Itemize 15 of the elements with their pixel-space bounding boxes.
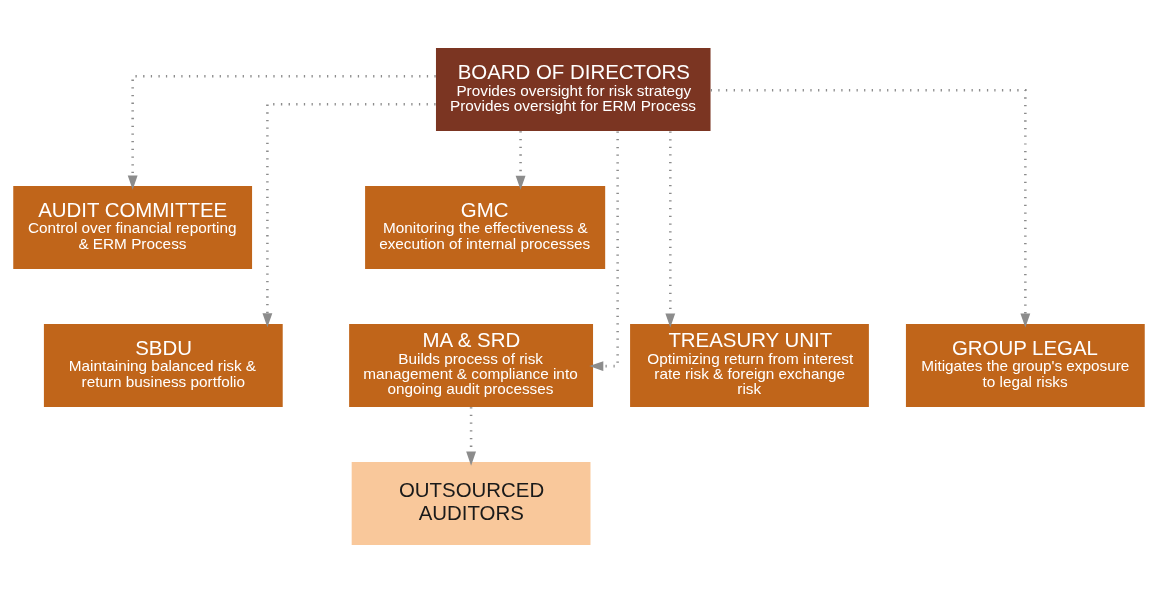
arrow <box>466 407 476 466</box>
arrow <box>710 88 1031 328</box>
arrow <box>515 131 526 190</box>
node-box: TREASURY UNIT Optimizing return from interest rate risk & foreign exchange risk <box>630 323 869 407</box>
node-box: BOARD OF DIRECTORS Provides oversight for risk strategy Provides oversight for ERM Process <box>435 48 711 132</box>
node-box: OUTSOURCED AUDITORS <box>351 461 591 545</box>
arrow <box>262 103 436 328</box>
node-box: GMC Monitoring the effectiveness & execution of internal processes <box>365 186 606 270</box>
node-box: MA & SRD Builds process of risk management & compliance into ongoing audit processes <box>349 323 594 407</box>
node-box: AUDIT COMMITTEE Control over financial reporting & ERM Process <box>13 186 253 270</box>
arrow <box>589 131 619 372</box>
arrow <box>665 131 676 328</box>
node-box: SBDU Maintaining balanced risk & return business portfolio <box>43 323 283 407</box>
node-box: GROUP LEGAL Mitigates the group's exposure to legal risks <box>905 323 1145 407</box>
arrow <box>127 74 436 190</box>
